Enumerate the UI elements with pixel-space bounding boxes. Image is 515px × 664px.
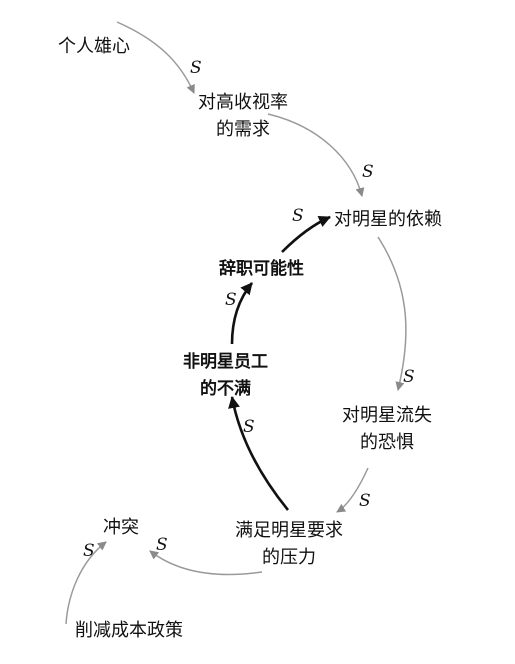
polarity-label: S <box>156 535 168 555</box>
node-fear-star-loss: 对明星流失 的恐惧 <box>342 405 432 453</box>
node-cost-cutting: 削减成本政策 <box>75 620 183 641</box>
link-ambition-to-rating-demand <box>116 21 195 94</box>
polarity-label: S <box>243 417 255 437</box>
polarity-label: S <box>190 58 202 78</box>
node-non-star-dissatisfaction: 非明星员工 的不满 <box>183 352 268 399</box>
polarity-label: S <box>83 541 95 561</box>
link-star-dependency-to-fear <box>377 236 407 391</box>
link-cost-cutting-to-conflict <box>65 541 107 625</box>
link-fear-to-pressure <box>336 467 369 513</box>
polarity-label: S <box>225 290 237 310</box>
link-rating-demand-to-star-dependency <box>267 113 365 197</box>
polarity-label: S <box>292 206 304 226</box>
node-ambition: 个人雄心 <box>58 36 130 57</box>
polarity-label: S <box>403 367 415 387</box>
node-rating-demand: 对高收视率 的需求 <box>198 92 288 140</box>
node-quit-likelihood: 辞职可能性 <box>219 259 304 279</box>
node-star-dependency: 对明星的依赖 <box>334 209 442 230</box>
link-pressure-to-dissatisfaction <box>228 396 290 511</box>
link-dissatisfaction-to-quit <box>230 282 254 345</box>
link-pressure-to-conflict <box>149 550 263 576</box>
node-conflict: 冲突 <box>103 517 139 538</box>
link-quit-to-star-dependency <box>281 215 331 253</box>
polarity-label: S <box>362 162 374 182</box>
node-pressure-star-demands: 满足明星要求 的压力 <box>235 520 343 568</box>
polarity-label: S <box>359 491 371 511</box>
